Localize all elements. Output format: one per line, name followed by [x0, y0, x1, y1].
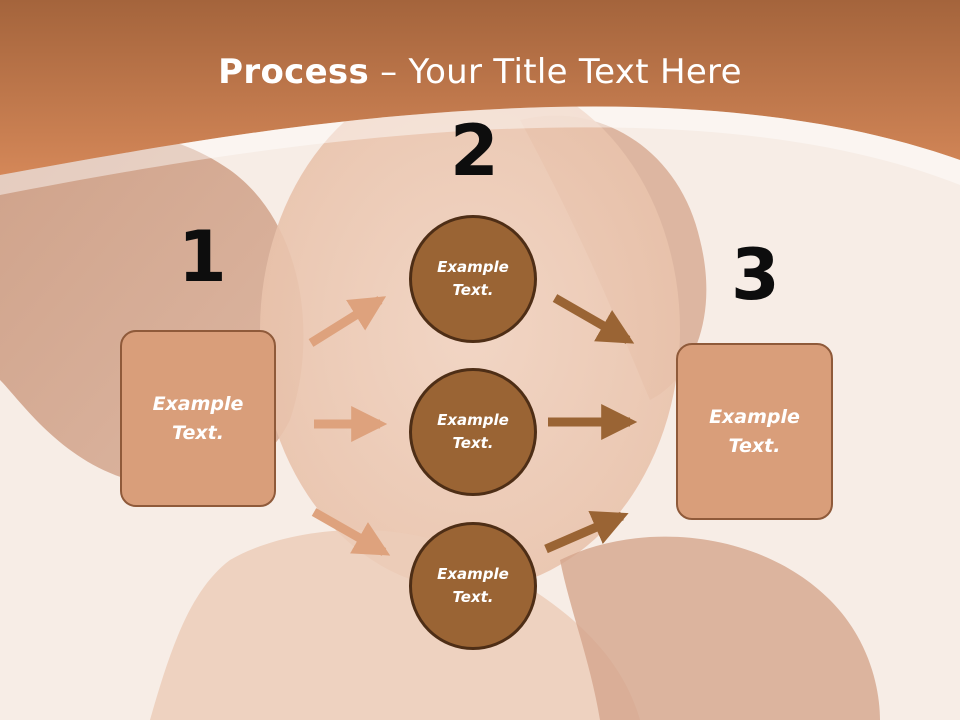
step-2-circle-bottom-text: Example Text.	[437, 564, 509, 606]
step-2-circle-top-text: Example Text.	[437, 257, 509, 299]
arrow-1-to-2c	[311, 508, 391, 556]
step-3-text: Example Text.	[709, 406, 800, 457]
step-1-box: Example Text.	[120, 330, 276, 507]
step-1-text: Example Text.	[152, 393, 244, 444]
title-bold: Process	[218, 52, 370, 92]
arrow-1-to-2a	[308, 296, 387, 347]
step-2-number: 2	[450, 110, 499, 192]
slide-title: Process – Your Title Text Here	[0, 52, 960, 92]
step-2-circle-top: Example Text.	[409, 215, 537, 343]
step-2-circle-bottom: Example Text.	[409, 522, 537, 650]
step-2-circle-middle: Example Text.	[409, 368, 537, 496]
arrow-2a-to-3	[552, 294, 635, 344]
step-2-circle-middle-text: Example Text.	[437, 410, 509, 452]
arrow-2c-to-3	[544, 510, 629, 554]
title-rest: – Your Title Text Here	[369, 52, 742, 92]
step-3-box: Example Text.	[676, 343, 833, 520]
step-3-number: 3	[731, 234, 780, 316]
step-1-number: 1	[178, 216, 227, 298]
